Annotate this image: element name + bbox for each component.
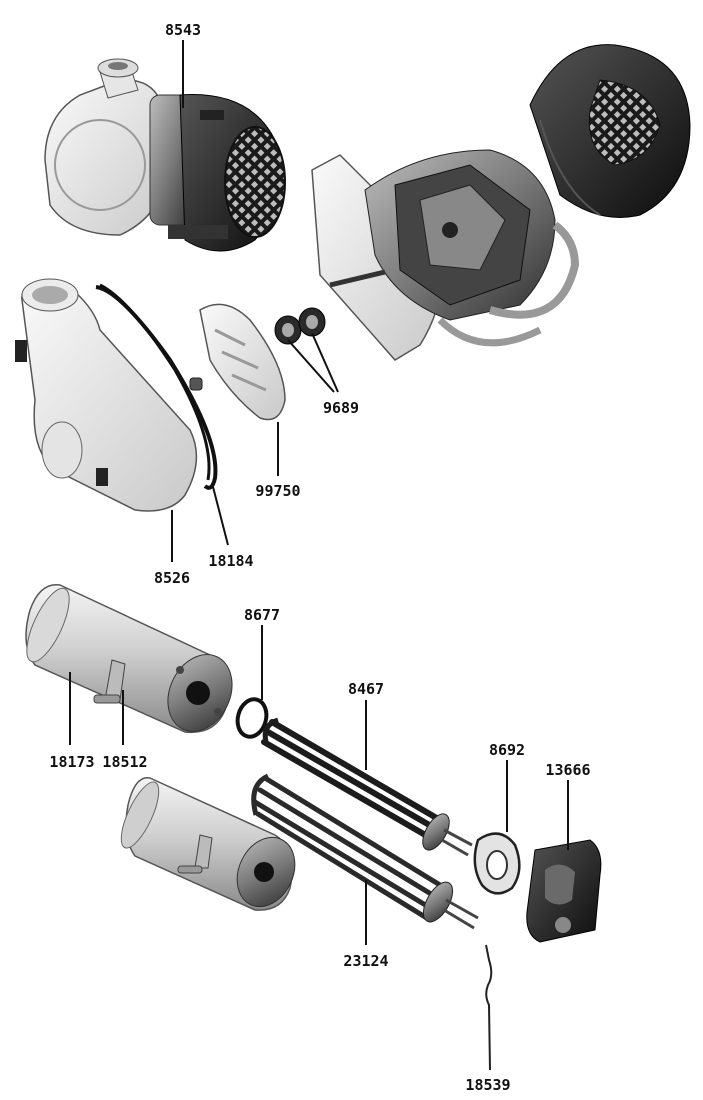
label-8677: 8677 (244, 606, 280, 624)
flange-o-ring-image (235, 697, 269, 739)
leader-line-9689b (311, 332, 339, 393)
heater-tank-image (25, 583, 233, 734)
fan-cover-image (529, 44, 691, 218)
label-18539: 18539 (465, 1076, 510, 1094)
shaft-seals-image (274, 307, 326, 345)
label-99750: 99750 (255, 482, 300, 500)
label-23124: 23124 (343, 952, 388, 970)
leader-line-18184 (211, 482, 229, 546)
label-18173: 18173 (49, 753, 94, 771)
motor-image (311, 149, 580, 361)
label-8543: 8543 (165, 21, 201, 39)
label-9689: 9689 (323, 399, 359, 417)
label-8526: 8526 (154, 569, 190, 587)
heating-element-small-image (261, 717, 473, 857)
element-gasket-image (473, 832, 521, 895)
label-13666: 13666 (545, 761, 590, 779)
thermostat-probe-image (485, 944, 493, 1071)
label-18512: 18512 (102, 753, 147, 771)
impeller-image (189, 303, 286, 421)
label-8692: 8692 (489, 741, 525, 759)
pump-housing-image (15, 278, 198, 512)
leader-line-9689a (287, 339, 335, 393)
heater-tank-second-image (120, 777, 296, 911)
label-18184: 18184 (208, 552, 253, 570)
heating-element-large-image (251, 773, 479, 930)
element-cover-image (526, 839, 602, 943)
pump-assembly-image (44, 58, 286, 252)
label-8467: 8467 (348, 680, 384, 698)
